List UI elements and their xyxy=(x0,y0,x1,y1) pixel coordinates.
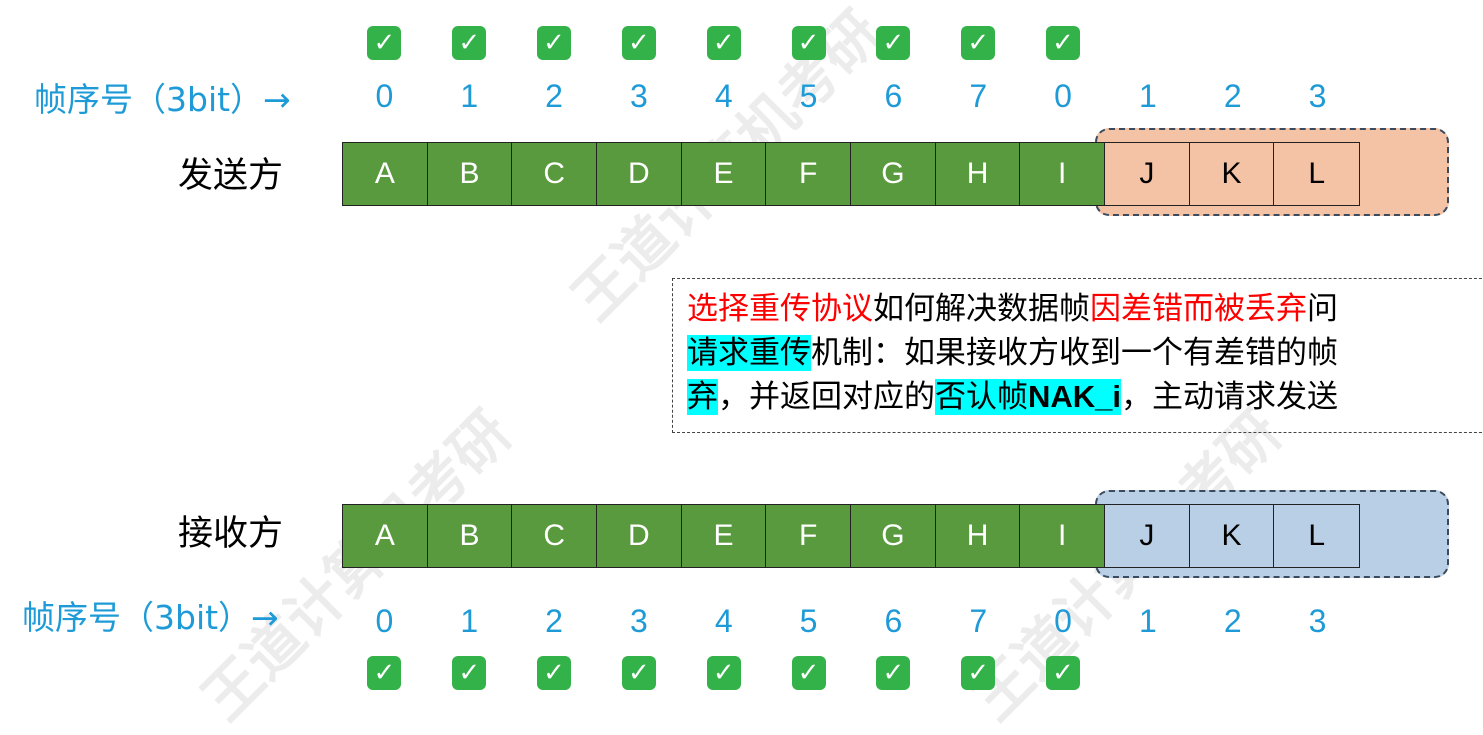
note-protocol-name: 选择重传协议 xyxy=(687,291,873,327)
sender-check-row: ✓ ✓ ✓ ✓ ✓ ✓ ✓ ✓ ✓ xyxy=(342,26,1360,60)
check-icon: ✓ xyxy=(537,656,572,690)
seq-number: 0 xyxy=(1054,78,1072,114)
note-line-3: 弃，并返回对应的否认帧NAK_i，主动请求发送 xyxy=(687,375,1483,419)
seq-number: 1 xyxy=(1139,78,1157,114)
check-icon: ✓ xyxy=(876,26,911,60)
frame-cell: A xyxy=(343,505,428,567)
receiver-seq-row: 0 1 2 3 4 5 6 7 0 1 2 3 xyxy=(342,601,1360,641)
seq-number: 0 xyxy=(375,603,394,639)
check-icon: ✓ xyxy=(621,26,656,60)
note-text: ，并返回对应的 xyxy=(718,379,935,415)
check-icon: ✓ xyxy=(961,656,996,690)
seq-number: 4 xyxy=(714,603,733,639)
note-nak-frame: 否认帧NAK_i xyxy=(935,379,1122,415)
frame-cell: G xyxy=(851,505,936,567)
seq-number: 1 xyxy=(1139,603,1157,639)
frame-cell: L xyxy=(1308,157,1326,190)
seq-number: 3 xyxy=(630,78,648,114)
seq-number: 2 xyxy=(1223,78,1242,114)
seq-number: 4 xyxy=(714,78,733,114)
frame-cell: D xyxy=(597,143,682,205)
frame-cell: J xyxy=(1105,143,1190,205)
note-text: ，主动请求发送 xyxy=(1121,379,1339,415)
note-retransmit-request: 请求重传 xyxy=(687,335,811,371)
note-text: 问 xyxy=(1307,291,1338,327)
seq-number: 6 xyxy=(884,603,903,639)
note-discard: 弃 xyxy=(687,379,718,415)
sender-seq-row: 0 1 2 3 4 5 6 7 0 1 2 3 xyxy=(342,76,1360,116)
seq-number: 0 xyxy=(1054,603,1072,639)
check-icon: ✓ xyxy=(367,26,402,60)
check-icon: ✓ xyxy=(537,26,572,60)
check-icon: ✓ xyxy=(791,26,826,60)
seq-number: 2 xyxy=(545,603,563,639)
seq-number: 2 xyxy=(545,78,563,114)
check-icon: ✓ xyxy=(452,656,487,690)
seq-number: 3 xyxy=(1308,78,1327,114)
frame-cell: F xyxy=(766,505,852,567)
seq-number: 3 xyxy=(630,603,648,639)
frame-cell: C xyxy=(512,143,598,205)
check-icon: ✓ xyxy=(621,656,656,690)
frame-cell: K xyxy=(1190,143,1275,205)
seq-number: 1 xyxy=(460,78,479,114)
sender-seq-label: 帧序号（3bit）→ xyxy=(34,80,291,119)
frame-cell: E xyxy=(681,143,767,205)
frame-cell: F xyxy=(766,143,852,205)
frame-cell: H xyxy=(935,143,1021,205)
seq-number: 1 xyxy=(460,603,479,639)
check-icon: ✓ xyxy=(706,26,741,60)
frame-cell: E xyxy=(681,505,767,567)
note-line-1: 选择重传协议如何解决数据帧因差错而被丢弃问 xyxy=(687,287,1483,331)
seq-number: 7 xyxy=(969,603,988,639)
frame-cell: I xyxy=(1020,505,1106,567)
frame-cell: L xyxy=(1308,519,1326,552)
note-error-drop: 因差错而被丢弃 xyxy=(1090,291,1307,327)
note-text: 机制：如果接收方收到一个有差错的帧 xyxy=(811,335,1338,371)
frame-cell: G xyxy=(851,143,936,205)
frame-cell: I xyxy=(1020,143,1106,205)
explanation-note: 选择重传协议如何解决数据帧因差错而被丢弃问 请求重传机制：如果接收方收到一个有差… xyxy=(672,278,1483,433)
check-icon: ✓ xyxy=(1046,26,1081,60)
check-icon: ✓ xyxy=(961,26,996,60)
note-line-2: 请求重传机制：如果接收方收到一个有差错的帧 xyxy=(687,331,1483,375)
frame-cell: B xyxy=(427,505,513,567)
note-text: 如何解决数据帧 xyxy=(873,291,1090,327)
seq-number: 0 xyxy=(375,78,394,114)
frame-cell: K xyxy=(1190,505,1275,567)
seq-number: 5 xyxy=(799,603,818,639)
receiver-check-row: ✓ ✓ ✓ ✓ ✓ ✓ ✓ ✓ ✓ xyxy=(342,656,1360,690)
seq-number: 6 xyxy=(884,78,903,114)
check-icon: ✓ xyxy=(791,656,826,690)
check-icon: ✓ xyxy=(706,656,741,690)
seq-number: 2 xyxy=(1223,603,1242,639)
frame-cell: D xyxy=(597,505,682,567)
check-icon: ✓ xyxy=(876,656,911,690)
frame-cell: B xyxy=(427,143,513,205)
sender-label: 发送方 xyxy=(178,156,284,196)
check-icon: ✓ xyxy=(1046,656,1081,690)
seq-number: 7 xyxy=(969,78,988,114)
frame-cell: H xyxy=(935,505,1021,567)
seq-number: 5 xyxy=(799,78,818,114)
check-icon: ✓ xyxy=(367,656,402,690)
seq-number: 3 xyxy=(1308,603,1327,639)
frame-cell: A xyxy=(343,143,428,205)
receiver-seq-label: 帧序号（3bit）→ xyxy=(22,598,279,637)
frame-cell: C xyxy=(512,505,598,567)
receiver-label: 接收方 xyxy=(178,514,284,554)
frame-cell: J xyxy=(1105,505,1190,567)
check-icon: ✓ xyxy=(452,26,487,60)
